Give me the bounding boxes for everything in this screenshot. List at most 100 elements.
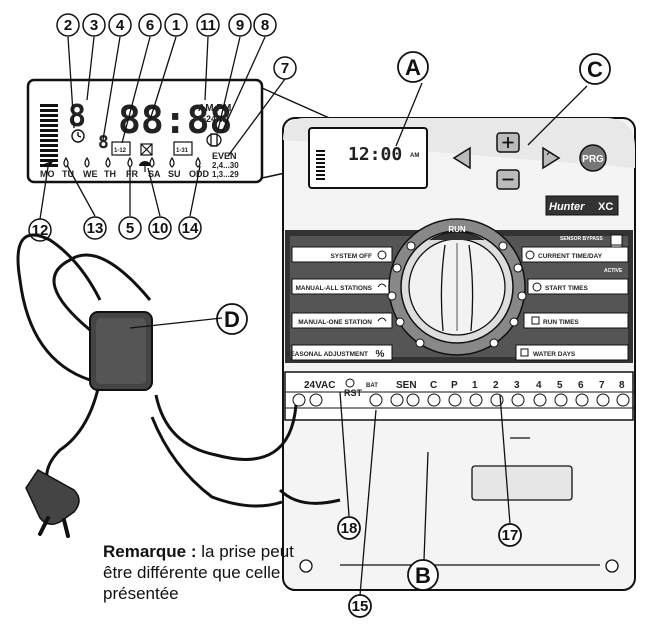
plus-button[interactable] — [496, 132, 520, 153]
brand-logo: Hunter — [549, 201, 585, 213]
callout-7: 7 — [281, 60, 289, 77]
station-6: 6 — [578, 380, 584, 391]
station-2: 2 — [493, 380, 499, 391]
plug-note: Remarque : la prise peut être différente… — [103, 541, 303, 604]
terminal-bat: BAT — [366, 383, 378, 389]
svg-text:PRG: PRG — [582, 154, 604, 165]
callout-3: 3 — [90, 17, 98, 34]
station-3: 3 — [514, 380, 520, 391]
umbrella-icon — [139, 161, 151, 172]
svg-text:1-12: 1-12 — [114, 148, 127, 154]
active-label: ACTIVE — [604, 268, 623, 274]
terminal-sen: SEN — [396, 380, 417, 391]
station-terminal-labels: 1 2 3 4 5 6 7 8 — [472, 380, 625, 391]
callout-b: B — [415, 563, 431, 588]
calendar-box-icon: 1-12 — [111, 141, 131, 156]
terminal-p: P — [451, 380, 458, 391]
lcd-even: EVEN — [212, 151, 237, 161]
dial-run-label: RUN — [448, 225, 466, 234]
sensor-icon — [206, 133, 222, 147]
battery-bar-graph — [40, 104, 58, 167]
mode-icons-left — [377, 250, 387, 322]
callout-1: 1 — [172, 17, 180, 34]
clock-icon — [71, 129, 85, 143]
model-name: XC — [598, 201, 613, 213]
day-sa: SA — [148, 169, 161, 179]
callout-17: 17 — [502, 527, 519, 544]
percent-symbol: % — [376, 349, 385, 360]
right-arrow-button[interactable] — [542, 146, 561, 170]
terminal-c: C — [430, 380, 437, 391]
station-8: 8 — [619, 380, 625, 391]
callout-8: 8 — [261, 17, 269, 34]
prg-button[interactable]: PRG — [579, 144, 607, 172]
right-label-strips — [515, 246, 629, 361]
day-su: SU — [168, 169, 181, 179]
callout-4: 4 — [116, 17, 125, 34]
station-4: 4 — [536, 380, 542, 391]
arrow-indicator-icon — [44, 160, 54, 165]
note-text: la prise peut être différente que celle … — [103, 542, 294, 603]
day-th: TH — [104, 169, 116, 179]
label-manual-all-stations: MANUAL-ALL STATIONS — [295, 285, 372, 292]
callout-10: 10 — [152, 220, 169, 237]
day-we: WE — [83, 169, 98, 179]
note-bold: Remarque : — [103, 542, 197, 561]
controller-callout-leaders — [339, 82, 588, 596]
callout-15: 15 — [352, 598, 369, 615]
dial-knob[interactable]: RUN — [388, 218, 526, 356]
terminal-rst: RST — [344, 388, 363, 398]
left-arrow-button[interactable] — [452, 146, 471, 170]
lcd-station-digit: 8 — [98, 132, 109, 153]
lcd-am-pm: AM PM — [198, 103, 231, 114]
lcd-zoom-panel: 8 8 88:88 AM PM %24HR 1-12 1-31 — [26, 78, 264, 184]
label-seasonal-adjustment: SEASONAL ADJUSTMENT — [286, 351, 368, 358]
callout-d: D — [224, 307, 240, 332]
callout-c: C — [587, 57, 603, 82]
no-water-icon — [140, 143, 153, 156]
day-tu: TU — [62, 169, 74, 179]
callout-5: 5 — [126, 220, 134, 237]
lcd-program-digit: 8 — [68, 99, 86, 134]
callout-11: 11 — [200, 17, 216, 34]
label-water-days: WATER DAYS — [533, 351, 576, 358]
lcd-even-days: 2,4...30 — [212, 161, 239, 170]
left-label-strips — [291, 246, 393, 361]
callout-13: 13 — [87, 220, 104, 237]
power-cable — [16, 233, 341, 508]
callout-6: 6 — [146, 17, 154, 34]
callout-9: 9 — [236, 17, 244, 34]
label-system-off: SYSTEM OFF — [330, 253, 372, 260]
minus-button[interactable] — [496, 169, 520, 190]
callout-18: 18 — [341, 520, 358, 537]
callout-letter-circles — [216, 51, 611, 618]
controller-lcd-time: 12:00 — [348, 144, 402, 165]
terminal-cover — [340, 437, 600, 566]
power-plug — [25, 469, 80, 538]
lcd-odd-days: 1,3...29 — [212, 170, 239, 179]
callout-circles — [28, 13, 297, 242]
terminal-screws — [292, 393, 630, 407]
svg-text:1-31: 1-31 — [176, 148, 189, 154]
dial-position-dots — [387, 241, 527, 348]
station-1: 1 — [472, 380, 478, 391]
callout-a: A — [405, 55, 421, 80]
controller-lcd: 12:00 AM — [308, 127, 428, 189]
reset-button[interactable] — [345, 378, 355, 388]
label-start-times: START TIMES — [545, 285, 589, 292]
calendar-month-icon: 1-31 — [173, 141, 193, 156]
label-run-times: RUN TIMES — [543, 319, 579, 326]
brand-plate: Hunter XC — [545, 195, 619, 216]
sensor-bypass-label: SENSOR BYPASS — [560, 236, 603, 242]
terminal-24vac: 24VAC — [304, 380, 336, 391]
day-fr: FR — [126, 169, 138, 179]
station-5: 5 — [557, 380, 563, 391]
day-odd: ODD — [189, 169, 210, 179]
label-manual-one-station: MANUAL-ONE STATION — [298, 319, 372, 326]
power-adapter — [89, 311, 223, 391]
label-current-time-day: CURRENT TIME/DAY — [538, 253, 603, 260]
callout-leaders — [39, 36, 286, 220]
lcd-24hr: %24HR — [198, 114, 230, 124]
controller-lcd-am: AM — [410, 153, 419, 159]
